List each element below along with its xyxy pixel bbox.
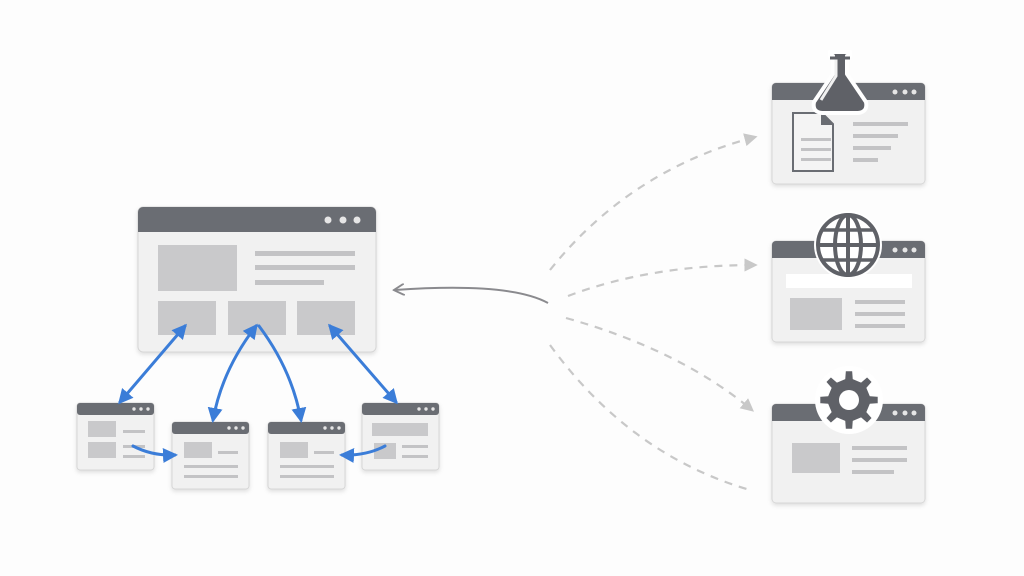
window-dots-icon (324, 216, 361, 224)
link-arrow (207, 323, 258, 423)
linked-window-3 (267, 421, 346, 490)
linked-window-1 (76, 402, 155, 471)
linked-window-4 (361, 402, 440, 471)
dashed-arrow (549, 133, 758, 271)
dashed-arrow (549, 344, 751, 492)
link-arrows (118, 323, 398, 464)
document-icon (792, 112, 834, 172)
link-arrow (118, 323, 187, 405)
link-arrow (328, 323, 398, 405)
globe-icon (814, 211, 882, 279)
dashed-arrow (567, 258, 758, 298)
main-window (137, 206, 377, 353)
incoming-arrow (395, 288, 549, 304)
gear-icon (815, 366, 883, 434)
flask-icon (811, 50, 869, 115)
link-arrow (339, 444, 387, 463)
dashed-arrow (565, 316, 755, 412)
link-arrow (131, 444, 178, 464)
linked-window-2 (171, 421, 250, 490)
link-arrow (257, 324, 307, 423)
dashed-arrows (549, 133, 758, 492)
